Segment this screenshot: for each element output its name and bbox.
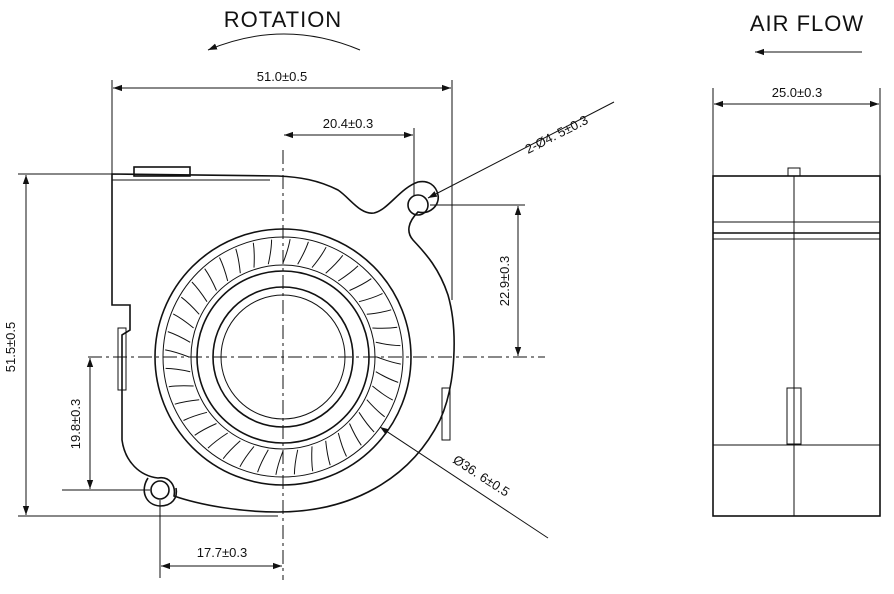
impeller-blade <box>180 296 200 315</box>
impeller-blade <box>204 268 217 291</box>
impeller-blade <box>257 449 269 473</box>
impeller-blade <box>325 440 331 466</box>
width-label: 51.0±0.5 <box>257 69 308 84</box>
impeller-blade <box>235 248 241 274</box>
left-clip <box>117 327 127 391</box>
impeller-blade <box>372 385 394 401</box>
rotation-title: ROTATION <box>224 7 342 32</box>
impeller-diameter-leader <box>379 426 549 539</box>
upper-mount-hole <box>407 194 429 216</box>
impeller-diameter-label: Ø36. 6±0.5 <box>450 452 512 500</box>
impeller-blade <box>239 446 255 468</box>
lower-hole-y-label: 19.8±0.3 <box>68 399 83 450</box>
impeller-blade <box>219 257 229 282</box>
impeller-blade <box>293 449 299 475</box>
impeller-blade <box>275 450 284 475</box>
impeller-blade <box>358 293 383 303</box>
impeller-blade <box>267 239 273 265</box>
rotation-arrow <box>207 33 361 51</box>
hole-offset-y-label: 22.9±0.3 <box>497 256 512 307</box>
impeller-blade <box>349 423 362 446</box>
impeller-blade <box>337 432 347 457</box>
impeller-blade <box>167 331 191 343</box>
right-clip <box>441 387 451 441</box>
impeller-blade <box>252 242 255 268</box>
impeller-blade <box>168 385 194 388</box>
impeller-blade <box>191 281 208 302</box>
side-view: 25.0±0.3 <box>712 85 881 517</box>
impeller-blade <box>311 246 327 268</box>
housing-outline <box>111 173 455 513</box>
impeller-blade <box>366 309 392 315</box>
height-label: 51.5±0.5 <box>3 322 18 373</box>
hole-offset-x-label: 20.4±0.3 <box>323 116 374 131</box>
impeller-blade <box>165 367 191 373</box>
connector-tab <box>133 166 191 177</box>
impeller-blade <box>282 239 291 264</box>
impeller-blade <box>338 265 359 282</box>
lower-hole-x-label: 17.7±0.3 <box>197 545 248 560</box>
impeller-blade <box>358 412 375 433</box>
impeller-blade <box>297 241 309 265</box>
front-view: 51.0±0.5 20.4±0.3 2-Ø4. 5±0.3 22.9±0.3 5… <box>3 69 615 580</box>
impeller-blade <box>222 440 241 460</box>
impeller-blade <box>172 313 194 329</box>
impeller-blade <box>311 446 314 472</box>
air-flow-title: AIR FLOW <box>750 11 864 36</box>
hole-spec-label: 2-Ø4. 5±0.3 <box>523 112 591 156</box>
lower-mount-hole <box>150 480 170 500</box>
impeller-blade <box>366 399 386 418</box>
impeller-blade <box>349 278 372 291</box>
impeller-blade <box>165 349 190 358</box>
impeller-blade <box>372 326 398 329</box>
thickness-label: 25.0±0.3 <box>772 85 823 100</box>
impeller-blade <box>325 254 344 274</box>
impeller-blade <box>376 356 401 365</box>
impeller-blade <box>375 371 399 383</box>
impeller-blade <box>183 411 208 421</box>
impeller-blade <box>375 341 401 347</box>
impeller-blades <box>165 239 401 475</box>
impeller-blade <box>174 399 200 405</box>
impeller-blade <box>194 423 217 436</box>
side-body <box>712 175 881 517</box>
impeller-blade <box>207 432 228 449</box>
side-clip <box>786 387 802 445</box>
side-tab <box>787 167 801 177</box>
hole-spec-leader <box>427 101 615 199</box>
